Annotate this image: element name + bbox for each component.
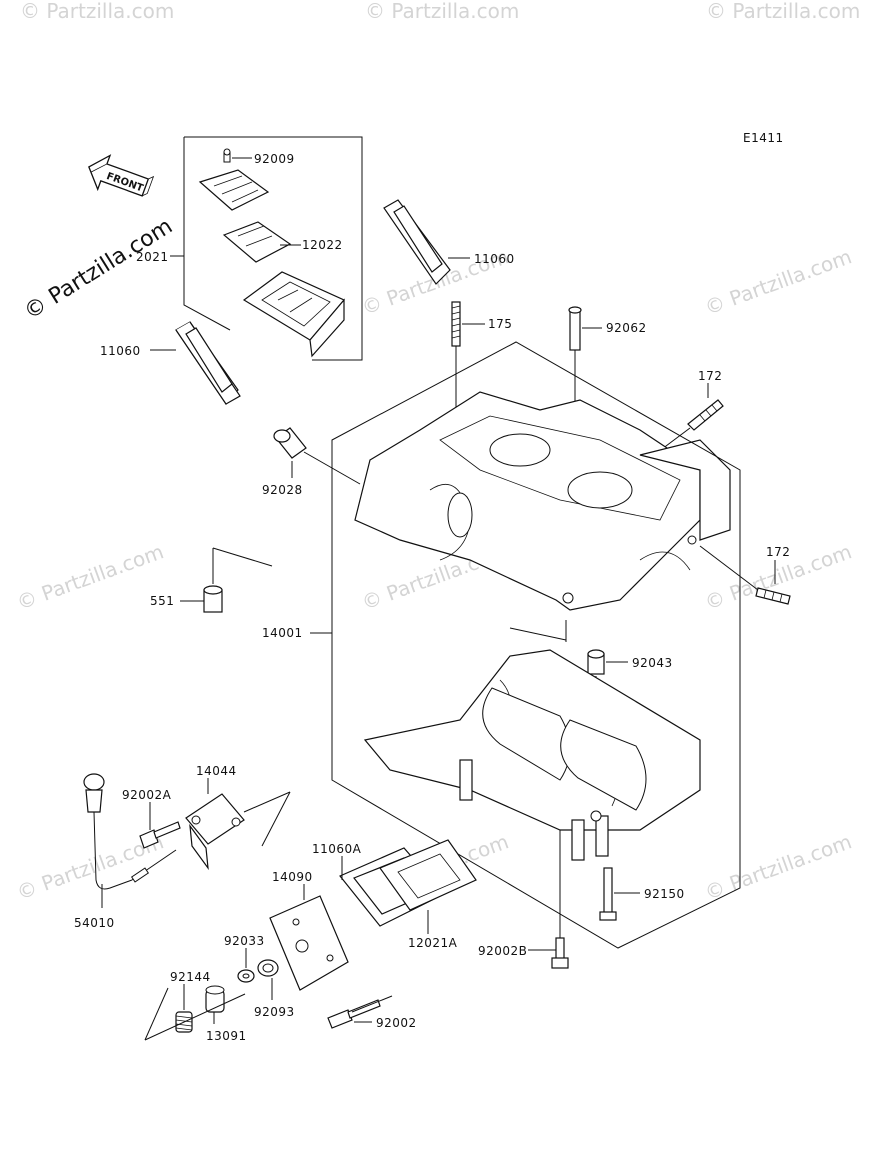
cable-icon xyxy=(83,773,177,908)
part-label-172-top: 172 xyxy=(698,369,722,383)
stud-icon xyxy=(699,545,791,605)
part-label-92002: 92002 xyxy=(376,1016,417,1030)
part-label-92033: 92033 xyxy=(224,934,265,948)
gasket-icon xyxy=(150,321,241,405)
part-label-92002B: 92002B xyxy=(478,944,527,958)
part-label-92144: 92144 xyxy=(170,970,211,984)
plug-icon xyxy=(273,427,361,485)
part-label-12021A: 12021A xyxy=(408,936,458,950)
part-labels: 92009 12022 11060 11060 175 92062 172 17… xyxy=(74,152,790,1043)
watermark: © Partzilla.com xyxy=(702,829,855,904)
reed-block-icon xyxy=(242,271,345,358)
seal-icon xyxy=(257,959,279,1000)
watermark: © Partzilla.com xyxy=(365,0,519,23)
watermark: © Partzilla.com xyxy=(14,539,167,614)
bolt-icon xyxy=(528,937,569,969)
part-label-14001: 14001 xyxy=(262,626,303,640)
cover-plate-icon xyxy=(379,839,477,934)
bolt-icon xyxy=(599,867,640,921)
part-label-13091: 13091 xyxy=(206,1029,247,1043)
part-label-14044: 14044 xyxy=(196,764,237,778)
bolt-icon xyxy=(327,995,393,1029)
partzilla-watermark: © Partzilla.com xyxy=(20,214,177,325)
reed-stopper-icon xyxy=(198,169,270,211)
lower-crankcase-icon xyxy=(363,620,701,938)
reed-valve-box xyxy=(170,136,363,361)
part-label-54010: 54010 xyxy=(74,916,115,930)
part-label-92009: 92009 xyxy=(254,152,295,166)
dowel-pin-icon xyxy=(180,547,273,613)
bracket-icon xyxy=(185,778,291,871)
part-label-92062: 92062 xyxy=(606,321,647,335)
front-arrow-icon: FRONT xyxy=(88,154,155,197)
part-label-92093: 92093 xyxy=(254,1005,295,1019)
watermark: © Partzilla.com xyxy=(702,244,855,319)
part-label-11060A: 11060A xyxy=(312,842,362,856)
upper-crankcase-icon xyxy=(354,391,731,611)
holder-icon xyxy=(205,985,225,1024)
watermark: © Partzilla.com xyxy=(20,0,174,23)
cover-plate-icon xyxy=(269,884,349,991)
part-label-12021-partial: 2021 xyxy=(136,250,169,264)
part-label-92028: 92028 xyxy=(262,483,303,497)
gasket-icon xyxy=(383,199,470,285)
part-label-92002A: 92002A xyxy=(122,788,172,802)
part-label-175: 175 xyxy=(488,317,512,331)
part-label-551: 551 xyxy=(150,594,174,608)
part-label-11060-top: 11060 xyxy=(474,252,515,266)
bolt-icon xyxy=(139,802,181,849)
diagram-code: E1411 xyxy=(743,131,784,145)
part-label-92150: 92150 xyxy=(644,887,685,901)
watermark: © Partzilla.com xyxy=(706,0,860,23)
leader-lines xyxy=(144,987,246,1041)
part-label-92043: 92043 xyxy=(632,656,673,670)
part-label-12022: 12022 xyxy=(302,238,343,252)
crankcase-box xyxy=(310,341,741,949)
part-label-172-right: 172 xyxy=(766,545,790,559)
reed-petal-icon xyxy=(222,221,301,263)
part-label-14090: 14090 xyxy=(272,870,313,884)
part-label-11060-left: 11060 xyxy=(100,344,141,358)
o-ring-icon xyxy=(237,948,255,983)
screw-icon xyxy=(223,148,252,163)
